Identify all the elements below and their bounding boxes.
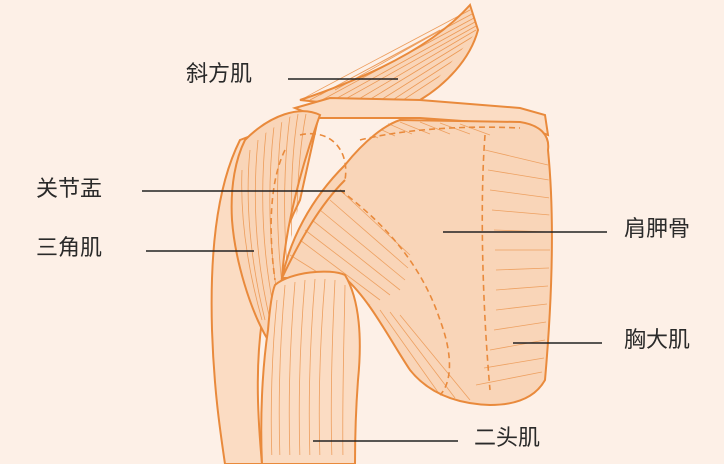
biceps-muscle xyxy=(260,270,361,464)
acromion xyxy=(291,96,550,137)
label-trapezius: 斜方肌 xyxy=(186,62,253,87)
label-pectoralis-major: 胸大肌 xyxy=(624,328,691,353)
label-scapula: 肩胛骨 xyxy=(624,217,691,242)
label-glenoid: 关节盂 xyxy=(36,177,103,202)
label-biceps: 二头肌 xyxy=(474,426,541,451)
glenoid-ridge xyxy=(281,179,346,279)
label-deltoid: 三角肌 xyxy=(36,236,103,261)
scapula-body xyxy=(280,118,553,407)
